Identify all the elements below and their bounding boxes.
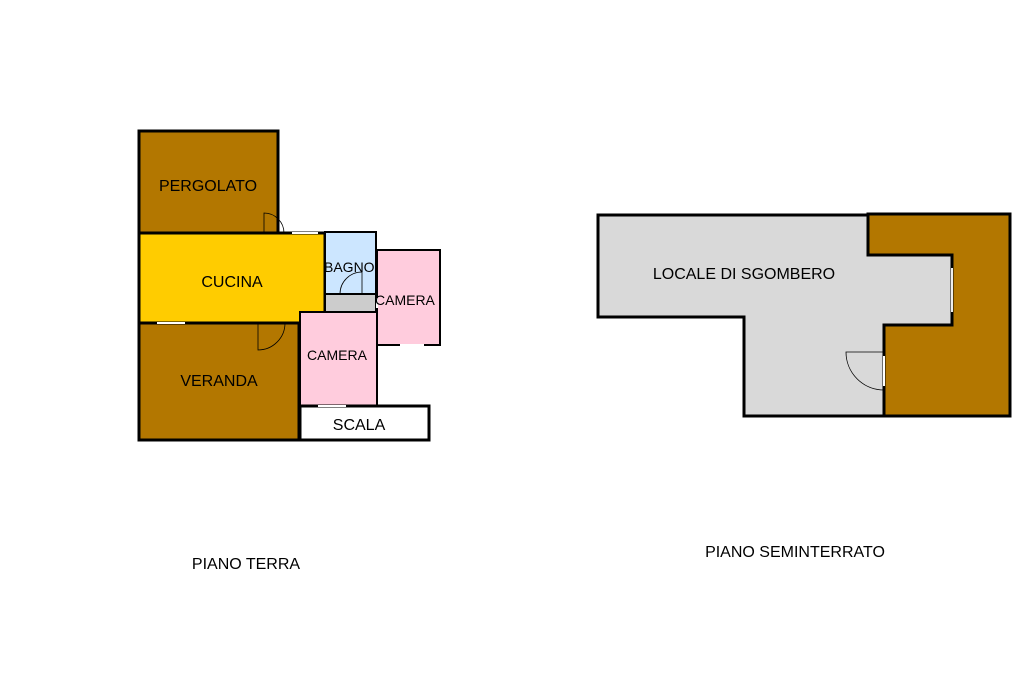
- label-veranda: VERANDA: [180, 373, 258, 390]
- caption-piano-terra: PIANO TERRA: [192, 556, 301, 573]
- label-locale-sgombero: LOCALE DI SGOMBERO: [653, 266, 835, 283]
- room-locale-sgombero: [596, 213, 954, 418]
- label-camera-east: CAMERA: [375, 292, 436, 308]
- door-swing: [263, 212, 285, 234]
- basement-floor-plan: LOCALE DI SGOMBERO: [596, 212, 1012, 418]
- label-bagno: BAGNO: [324, 259, 375, 275]
- corridor: [324, 293, 377, 313]
- label-scala: SCALA: [333, 417, 386, 434]
- label-camera-south: CAMERA: [307, 347, 368, 363]
- caption-piano-seminterrato: PIANO SEMINTERRATO: [705, 544, 885, 561]
- door-swing: [339, 271, 363, 295]
- room-camera-south: [299, 311, 378, 407]
- ground-floor-plan: PERGOLATO CUCINA VERANDA BAGNO CAMERA CA…: [137, 129, 441, 442]
- room-pergolato: [137, 129, 280, 235]
- room-scala: [298, 404, 431, 442]
- room-cucina: [137, 231, 327, 325]
- room-veranda: [137, 321, 301, 442]
- label-pergolato: PERGOLATO: [159, 178, 257, 195]
- label-cucina: CUCINA: [201, 274, 263, 291]
- door-swing: [845, 351, 885, 391]
- door-swing: [257, 322, 286, 351]
